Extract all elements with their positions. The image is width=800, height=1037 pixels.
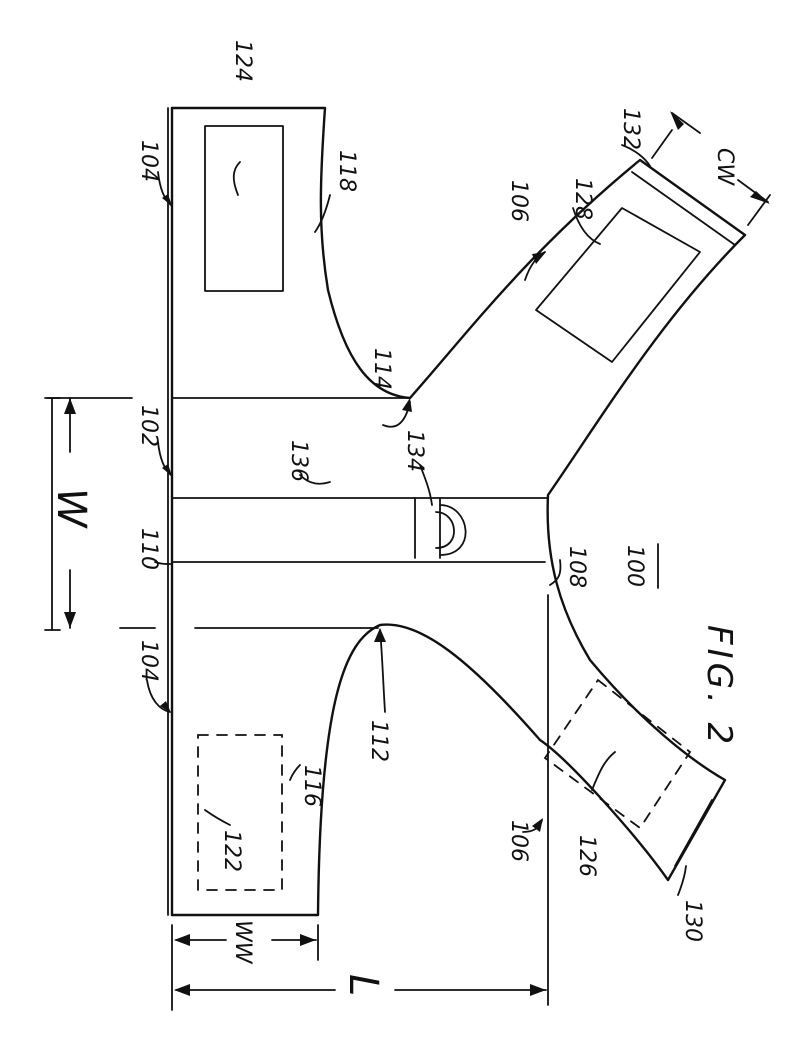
- dimension-label-ww: WW: [230, 920, 255, 965]
- dimension-w: [44, 397, 133, 631]
- dimension-label-w: W: [48, 488, 94, 529]
- label-118: 118: [334, 150, 359, 192]
- label-104-bottom: 104: [136, 640, 161, 682]
- label-124: 124: [230, 40, 255, 82]
- top-edge: [167, 106, 174, 917]
- reference-numerals: 124 104 118 106 128 132 114 102 136 134 …: [136, 40, 705, 942]
- figure-caption: FIG. 2: [699, 625, 739, 748]
- label-136: 136: [286, 440, 311, 482]
- center-strip: [171, 497, 549, 563]
- label-122: 122: [219, 830, 244, 872]
- pad-122: [197, 734, 283, 891]
- label-100: 100: [622, 545, 647, 587]
- strap-end-line-130: [674, 799, 713, 867]
- label-112: 112: [366, 720, 391, 762]
- label-126: 126: [574, 835, 599, 877]
- label-116: 116: [299, 765, 324, 807]
- label-114: 114: [369, 348, 394, 390]
- label-128: 128: [570, 178, 595, 220]
- reference-lines: [119, 397, 549, 1006]
- label-130: 130: [680, 900, 705, 942]
- dimension-l: [174, 984, 547, 996]
- strap-end-line-132: [631, 171, 736, 246]
- pad-126: [543, 678, 692, 830]
- label-102: 102: [136, 405, 161, 447]
- leader-lines: [146, 144, 687, 896]
- label-106-bottom: 106: [506, 820, 531, 862]
- pad-124: [204, 125, 284, 292]
- label-132: 132: [618, 108, 643, 150]
- dimension-ww: [171, 924, 319, 1011]
- pad-128: [535, 207, 701, 363]
- label-104-top: 104: [136, 140, 161, 182]
- garment-outline: [170, 106, 747, 917]
- dimension-label-l: L: [340, 974, 386, 996]
- dimension-cw: [651, 111, 771, 226]
- dimension-label-cw: CW: [712, 148, 737, 186]
- label-134: 134: [402, 430, 427, 472]
- label-108: 108: [564, 546, 589, 588]
- label-106-top: 106: [506, 180, 531, 222]
- label-110: 110: [136, 528, 161, 570]
